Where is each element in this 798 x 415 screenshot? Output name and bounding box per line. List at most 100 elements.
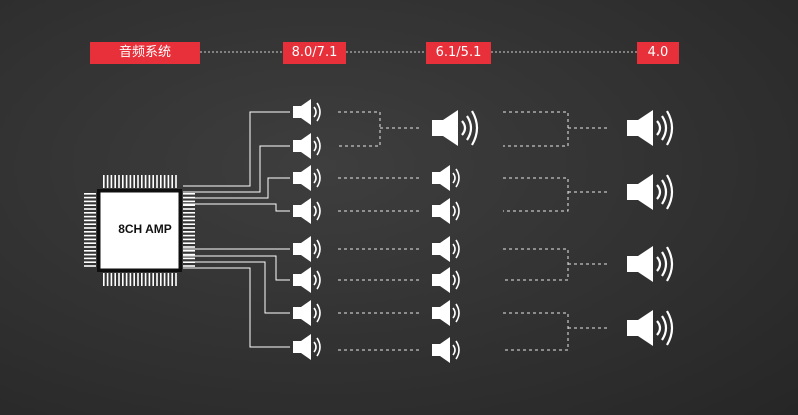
speaker-icon xyxy=(292,333,321,361)
speaker-icon xyxy=(431,197,460,225)
chip-pin xyxy=(183,208,195,210)
chip-pin xyxy=(144,273,147,286)
config-tag-8ch: 8.0/7.1 xyxy=(283,42,346,64)
chip-pin xyxy=(183,238,195,241)
chip-pin xyxy=(84,238,96,241)
speaker-icon xyxy=(292,132,321,160)
chip-pin xyxy=(118,273,120,286)
speaker-icon xyxy=(625,172,674,212)
chip-pin xyxy=(183,215,195,218)
chip-pin xyxy=(156,273,158,286)
chip-pin xyxy=(183,204,195,206)
chip-pin xyxy=(133,273,135,286)
chip-pin xyxy=(84,212,96,214)
chip-pin xyxy=(84,204,96,206)
chip-pin xyxy=(167,175,170,188)
chip-pin xyxy=(84,219,96,222)
amp-wires xyxy=(183,111,290,348)
speaker-icon xyxy=(431,164,460,192)
speaker-column-6ch xyxy=(430,108,479,364)
chip-pin xyxy=(144,175,147,188)
speaker-column-8ch xyxy=(292,98,321,361)
chip-pin xyxy=(114,175,116,188)
chip-pin xyxy=(118,175,120,188)
speaker-icon xyxy=(292,197,321,225)
chip-pin xyxy=(141,175,143,188)
chip-pin xyxy=(84,234,96,237)
chip-pin xyxy=(148,273,151,286)
chip-pin xyxy=(183,246,195,248)
chip-pin xyxy=(84,200,96,203)
chip-pin xyxy=(163,175,166,188)
speaker-icon xyxy=(625,308,674,348)
chip-pin xyxy=(171,273,173,286)
amp-label: 8CH AMP xyxy=(118,222,172,236)
chip-pin xyxy=(152,273,154,286)
chip-pin xyxy=(84,223,96,225)
speaker-icon xyxy=(431,235,460,263)
chip-pin xyxy=(152,175,154,188)
chip-pin xyxy=(183,231,195,233)
chip-pin xyxy=(183,250,195,252)
chip-pin xyxy=(141,273,143,286)
chip-pin xyxy=(183,219,195,222)
chip-pin xyxy=(84,242,96,244)
speaker-icon xyxy=(431,336,460,364)
chip-pin xyxy=(103,175,105,188)
connectors-1 xyxy=(338,111,422,351)
chip-pin xyxy=(183,257,195,260)
speaker-icon xyxy=(431,299,460,327)
speaker-icon xyxy=(292,266,321,294)
chip-pin xyxy=(156,175,158,188)
speaker-icon xyxy=(625,244,674,284)
config-tag-6ch: 6.1/5.1 xyxy=(426,42,491,64)
connectors-2 xyxy=(503,111,610,351)
chip-pin xyxy=(133,175,135,188)
chip-pin xyxy=(114,273,116,286)
chip-pin xyxy=(183,242,195,244)
chip-pin xyxy=(183,234,195,237)
chip-pin xyxy=(163,273,166,286)
chip-pin xyxy=(84,193,96,195)
chip-pin xyxy=(137,273,139,286)
chip-pin xyxy=(84,246,96,248)
chip-pin xyxy=(110,175,113,188)
chip-pin xyxy=(137,175,139,188)
chip-pin xyxy=(175,273,177,286)
chip-pin xyxy=(84,257,96,260)
chip-pin xyxy=(183,212,195,214)
chip-pin xyxy=(84,196,96,199)
chip-pin xyxy=(84,215,96,218)
chip-pin xyxy=(84,231,96,233)
chip-pin xyxy=(84,265,96,267)
chip-pin xyxy=(160,273,162,286)
chip-pin xyxy=(183,223,195,225)
chip-pin xyxy=(122,273,124,286)
speaker-icon xyxy=(292,98,321,126)
speaker-icon xyxy=(292,299,321,327)
chip-pin xyxy=(84,250,96,252)
chip-pin xyxy=(125,175,128,188)
speaker-column-4ch xyxy=(625,108,674,348)
chip-pin xyxy=(167,273,170,286)
speaker-icon xyxy=(292,164,321,192)
amp-chip xyxy=(84,175,195,286)
chip-pin xyxy=(160,175,162,188)
chip-pin xyxy=(183,193,195,195)
system-label-tag: 音频系统 xyxy=(90,42,200,64)
speaker-icon xyxy=(430,108,479,148)
chip-pin xyxy=(183,200,195,203)
config-tag-4ch: 4.0 xyxy=(637,42,679,64)
speaker-icon xyxy=(625,108,674,148)
chip-pin xyxy=(106,273,109,286)
chip-pin xyxy=(183,253,195,256)
chip-pin xyxy=(103,273,105,286)
chip-pin xyxy=(129,273,132,286)
speaker-icon xyxy=(431,266,460,294)
chip-pin xyxy=(106,175,109,188)
chip-pin xyxy=(183,265,195,267)
chip-pin xyxy=(183,227,195,229)
chip-pin xyxy=(84,253,96,256)
chip-pin xyxy=(122,175,124,188)
chip-pin xyxy=(148,175,151,188)
